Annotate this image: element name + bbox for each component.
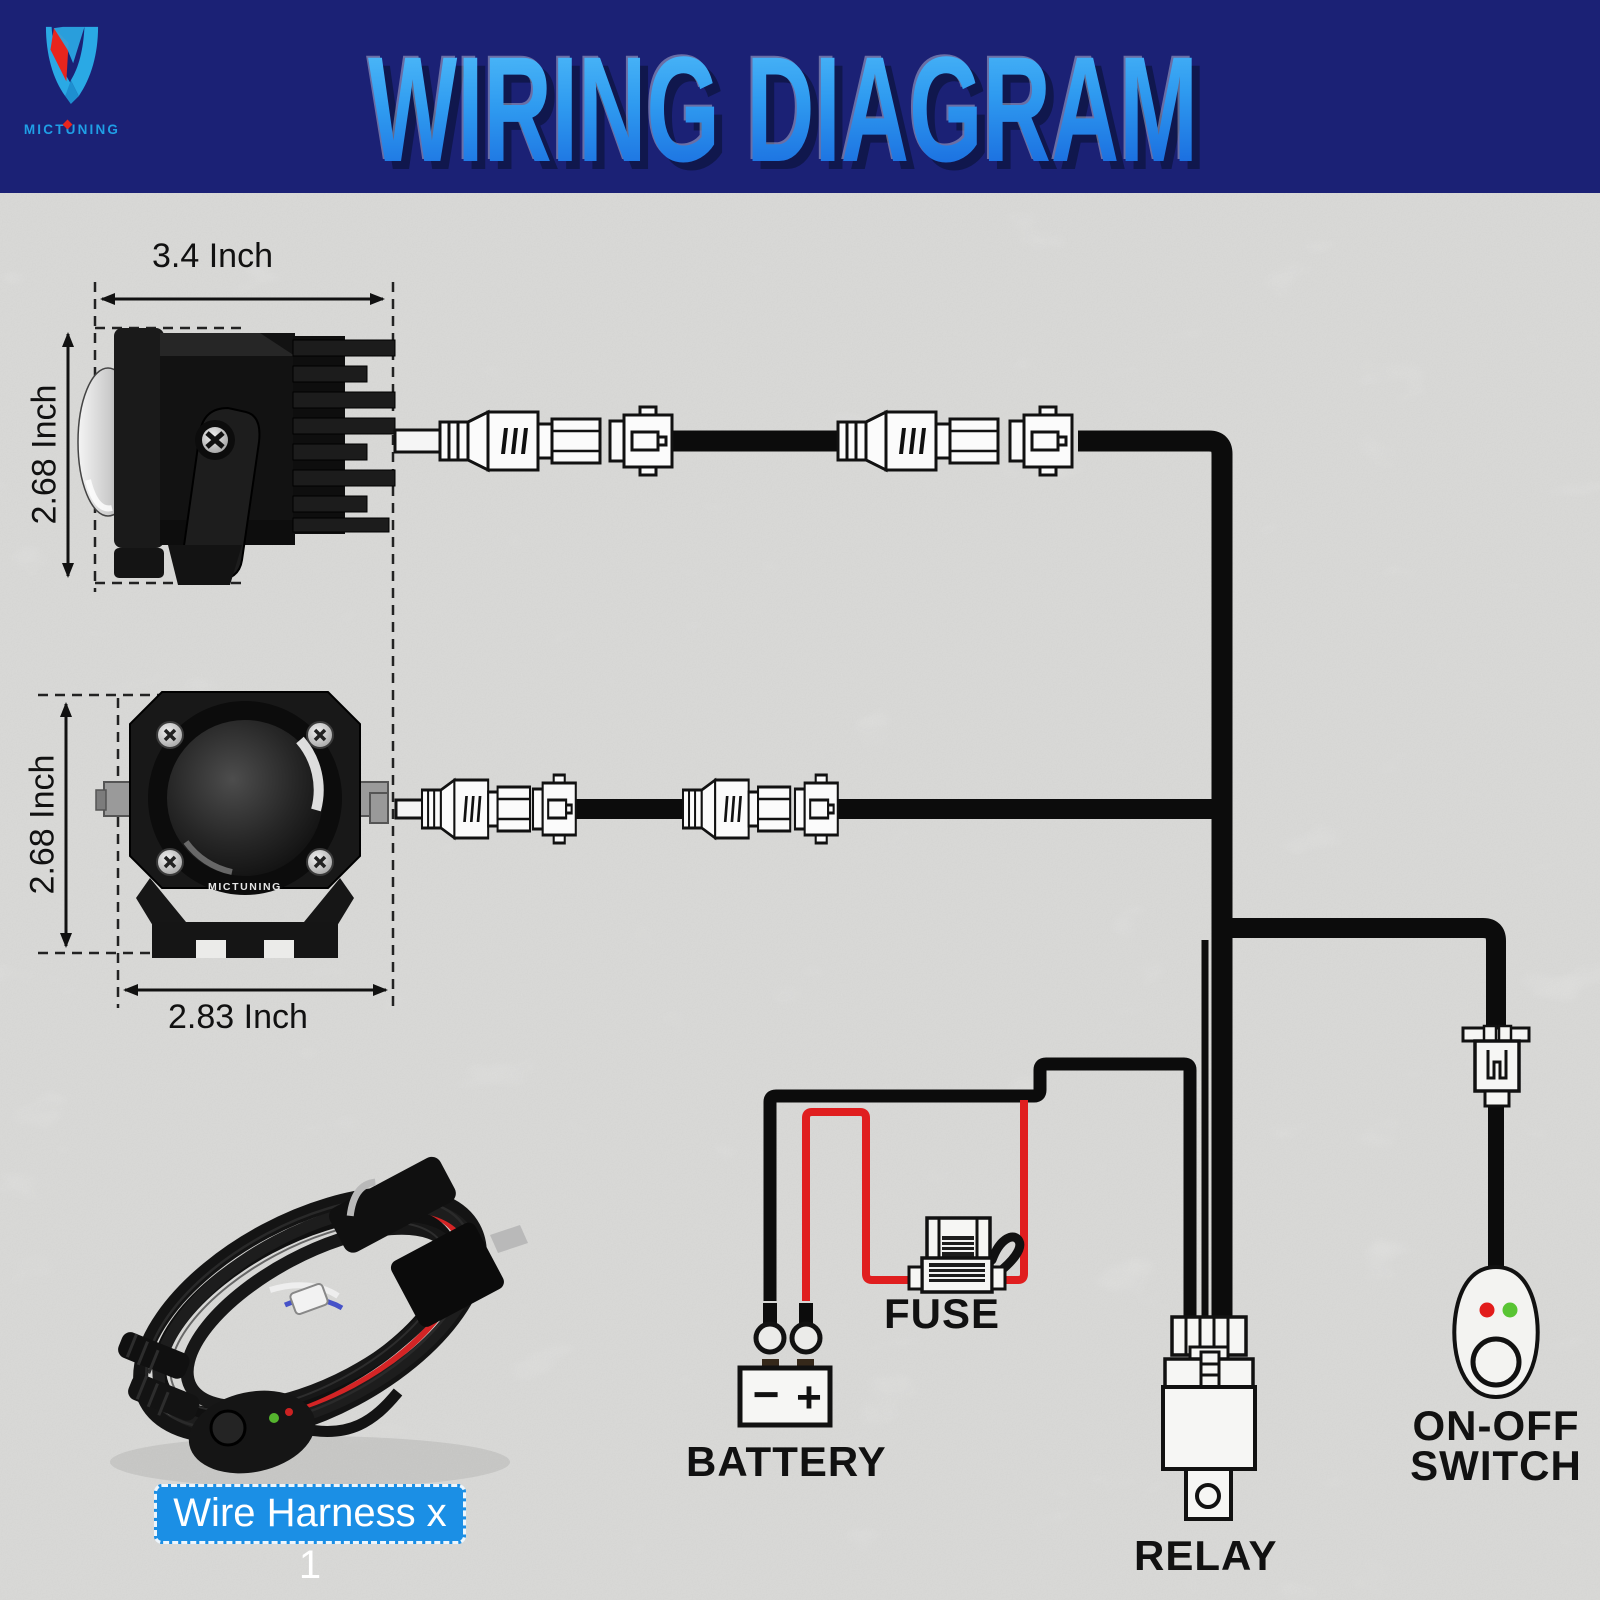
wire-harness-photo xyxy=(110,1156,528,1488)
harness-wires xyxy=(576,430,1506,1322)
page-title: WIRING DIAGRAM xyxy=(368,25,1198,193)
dimension-arrows xyxy=(60,293,388,996)
battery-label: BATTERY xyxy=(686,1438,887,1485)
page-title-shadow: WIRING DIAGRAM xyxy=(376,33,1206,193)
switch-label-line1: ON-OFF xyxy=(1412,1402,1580,1449)
dim-label-light1-width: 3.4 Inch xyxy=(152,237,273,275)
connector-male xyxy=(681,778,792,840)
connector-male xyxy=(836,410,1000,472)
battery-plus-sign: + xyxy=(796,1373,822,1422)
fuse-symbol xyxy=(907,1216,1025,1294)
page-title-graphic: WIRING DIAGRAM WIRING DIAGRAM WIRING DIA… xyxy=(366,23,1206,193)
light1-pigtail xyxy=(393,428,447,454)
lens-brand-text: MICTUNING xyxy=(208,881,282,893)
photo-fuse-holder xyxy=(329,1156,456,1253)
led-light-side-view xyxy=(77,328,396,585)
connector-male xyxy=(438,410,602,472)
relay-symbol xyxy=(1161,1315,1257,1521)
led-light-front-view xyxy=(95,691,389,958)
battery-symbol: − + xyxy=(737,1303,833,1428)
connector-male xyxy=(420,778,532,840)
fuse-label: FUSE xyxy=(884,1290,1001,1337)
negative-ring-terminal xyxy=(753,1321,787,1355)
header-banner: MICTUNING WIRING DIAGRAM WIRING DIAGRAM … xyxy=(0,0,1600,193)
switch-green-led-icon xyxy=(1502,1302,1518,1318)
dim-label-light2-height: 2.68 Inch xyxy=(23,754,62,895)
switch-button-icon xyxy=(1470,1336,1522,1388)
wire-harness-badge: Wire Harness x 1 xyxy=(154,1484,466,1587)
photo-relay xyxy=(390,1222,504,1327)
switch-label-line2: SWITCH xyxy=(1410,1442,1582,1489)
main-vertical-wire xyxy=(1078,430,1233,1322)
page-title-highlight: WIRING DIAGRAM xyxy=(366,23,1196,191)
brand-name: MICTUNING xyxy=(23,122,121,137)
photo-connectors xyxy=(118,1332,200,1421)
diagram-canvas: − + xyxy=(0,193,1600,1600)
battery-positive-fused-wire xyxy=(802,1100,1028,1301)
on-off-switch-symbol xyxy=(1452,1024,1540,1400)
battery-minus-sign: − xyxy=(753,1368,780,1420)
photo-switch-pod xyxy=(188,1388,403,1474)
dim-label-light1-height: 2.68 Inch xyxy=(25,384,64,525)
switch-branch-wire xyxy=(1212,918,1506,1032)
mictuning-logo-icon xyxy=(45,26,99,104)
left-mount-bolt xyxy=(103,781,133,817)
switch-red-led-icon xyxy=(1479,1302,1495,1318)
dim-label-light2-width: 2.83 Inch xyxy=(168,998,308,1036)
relay-label: RELAY xyxy=(1134,1532,1278,1579)
positive-ring-terminal xyxy=(789,1321,823,1355)
battery-negative-wire xyxy=(763,1057,1197,1322)
corner-screw-icons xyxy=(156,721,334,876)
